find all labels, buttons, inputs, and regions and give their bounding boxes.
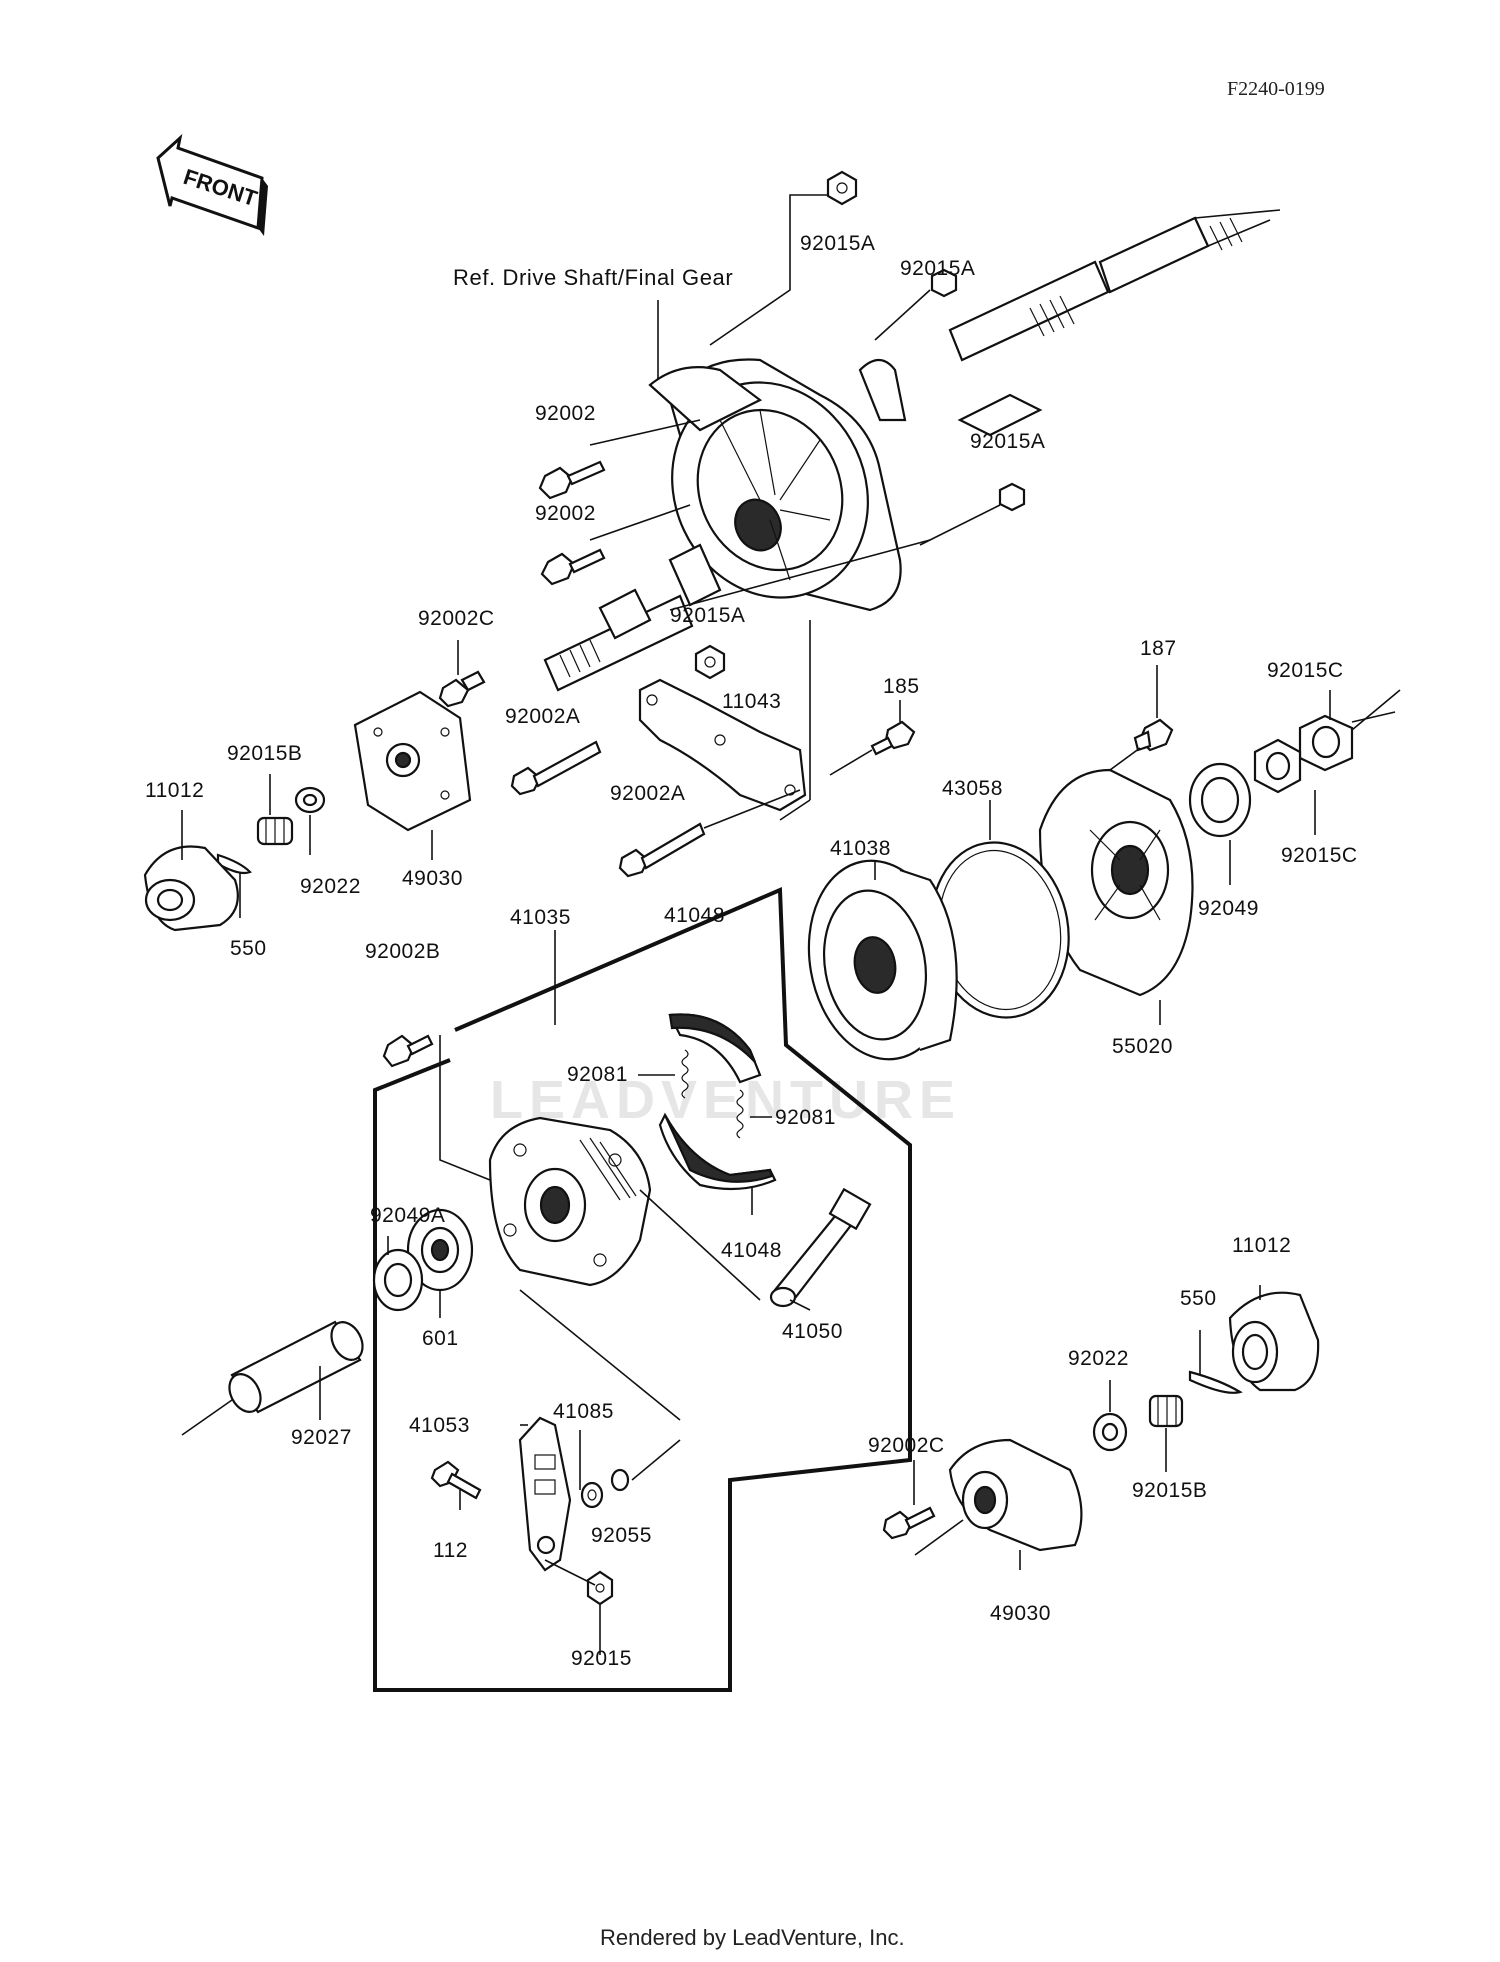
label-41053: 41053: [409, 1414, 470, 1437]
reference-label: Ref. Drive Shaft/Final Gear: [453, 265, 733, 290]
label-92015A-4: 92015A: [670, 604, 745, 627]
hub-cap-11012-1-icon: [143, 845, 239, 932]
label-11012-1: 11012: [145, 779, 204, 802]
cam-shaft-41050-icon: [769, 1187, 872, 1308]
label-55020: 55020: [1112, 1035, 1173, 1058]
bolt-92002-2-icon: [540, 548, 606, 586]
bolt-92002B-icon: [382, 1034, 434, 1068]
label-185: 185: [883, 675, 920, 698]
label-41050: 41050: [782, 1320, 843, 1343]
bolt-92002A-1-icon: [510, 740, 602, 796]
label-41048-1: 41048: [664, 904, 725, 927]
cover-49030-2-icon: [948, 1438, 1083, 1552]
label-550-1: 550: [230, 937, 267, 960]
spring-92081-2-icon: [736, 1089, 744, 1139]
label-92015C-2: 92015C: [1281, 844, 1358, 867]
label-92022-2: 92022: [1068, 1347, 1129, 1370]
bolt-92002C-2-icon: [882, 1506, 936, 1540]
brake-shoe-41048-2-icon: [658, 1112, 777, 1191]
brake-lever-41053-icon: [518, 1416, 572, 1572]
label-41038: 41038: [830, 837, 891, 860]
cotter-pin-550-1-icon: [216, 853, 252, 875]
label-601: 601: [422, 1327, 459, 1350]
nut-92015A-4-icon: [694, 644, 726, 680]
label-92015A-2: 92015A: [900, 257, 975, 280]
front-arrow-icon: [156, 133, 268, 236]
label-92015B-1: 92015B: [227, 742, 302, 765]
label-92015C-1: 92015C: [1267, 659, 1344, 682]
label-92081-1: 92081: [567, 1063, 628, 1086]
washer-92022-2-icon: [1092, 1412, 1128, 1452]
bolt-92002C-1-icon: [438, 670, 486, 708]
label-92049A: 92049A: [370, 1204, 445, 1227]
circlip-92055-icon: [610, 1468, 630, 1492]
nut-92015A-2-icon: [930, 268, 958, 298]
label-49030-2: 49030: [990, 1602, 1051, 1625]
nut-92015A-3-icon: [998, 482, 1026, 512]
nut-92015-icon: [586, 1570, 614, 1606]
footer-credit: Rendered by LeadVenture, Inc.: [600, 1925, 905, 1950]
label-11012-2: 11012: [1232, 1234, 1291, 1257]
washer-92022-1-icon: [294, 786, 326, 814]
leader-lines-lever: [459, 1289, 681, 1655]
nut-92015C-2-icon: [1253, 738, 1302, 794]
bolt-112-icon: [430, 1460, 482, 1500]
label-550-2: 550: [1180, 1287, 1217, 1310]
cover-49030-1-icon: [353, 690, 472, 832]
brake-drum-41038-icon: [807, 859, 958, 1061]
bracket-11043-icon: [638, 678, 807, 812]
label-92015B-2: 92015B: [1132, 1479, 1207, 1502]
cotter-pin-550-2-icon: [1188, 1370, 1243, 1394]
label-187: 187: [1140, 637, 1177, 660]
label-92002-1: 92002: [535, 402, 596, 425]
label-92002A-1: 92002A: [505, 705, 580, 728]
snap-ring-43058-icon: [930, 841, 1070, 1019]
label-11043: 11043: [722, 690, 781, 713]
label-41085: 41085: [553, 1400, 614, 1423]
brake-panel-icon: [488, 1116, 652, 1287]
bolt-92002A-2-icon: [618, 822, 706, 878]
leader-lines-top: [589, 194, 1001, 821]
label-92002C-1: 92002C: [418, 607, 495, 630]
final-gear-assembly: [543, 209, 1281, 692]
label-92022-1: 92022: [300, 875, 361, 898]
label-92002A-2: 92002A: [610, 782, 685, 805]
washer-41085-icon: [580, 1481, 604, 1509]
spring-92081-1-icon: [681, 1049, 689, 1099]
label-92015: 92015: [571, 1647, 632, 1670]
nut-92015C-1-icon: [1298, 714, 1354, 772]
bearing-601-icon: [406, 1208, 474, 1292]
label-92081-2: 92081: [775, 1106, 836, 1129]
nut-92015A-1-icon: [826, 170, 858, 206]
label-49030-1: 49030: [402, 867, 463, 890]
bolt-92002-1-icon: [538, 460, 606, 500]
label-92002C-2: 92002C: [868, 1434, 945, 1457]
brake-shoe-41048-1-icon: [668, 1013, 762, 1084]
label-92027: 92027: [291, 1426, 352, 1449]
label-41048-2: 41048: [721, 1239, 782, 1262]
hub-cap-11012-2-icon: [1228, 1291, 1320, 1392]
leader-lines-left: [181, 640, 1331, 1420]
castle-nut-92015B-2-icon: [1148, 1394, 1184, 1428]
label-92002B: 92002B: [365, 940, 440, 963]
label-92002-2: 92002: [535, 502, 596, 525]
bolt-187-icon: [1133, 718, 1174, 752]
diagram-code: F2240-0199: [1227, 78, 1325, 100]
label-41035: 41035: [510, 906, 571, 929]
seal-92049A-icon: [372, 1248, 424, 1312]
spacer-92027-icon: [228, 1320, 364, 1414]
bolt-185-icon: [870, 720, 916, 756]
assembly-frame-41035: [373, 887, 912, 1692]
label-92055: 92055: [591, 1524, 652, 1547]
label-112: 112: [433, 1539, 468, 1562]
label-43058: 43058: [942, 777, 1003, 800]
castle-nut-92015B-1-icon: [256, 816, 294, 846]
drum-cover-55020-icon: [1038, 768, 1194, 997]
label-92049: 92049: [1198, 897, 1259, 920]
seal-92049-icon: [1188, 762, 1252, 838]
label-92015A-3: 92015A: [970, 430, 1045, 453]
label-92015A-1: 92015A: [800, 232, 875, 255]
